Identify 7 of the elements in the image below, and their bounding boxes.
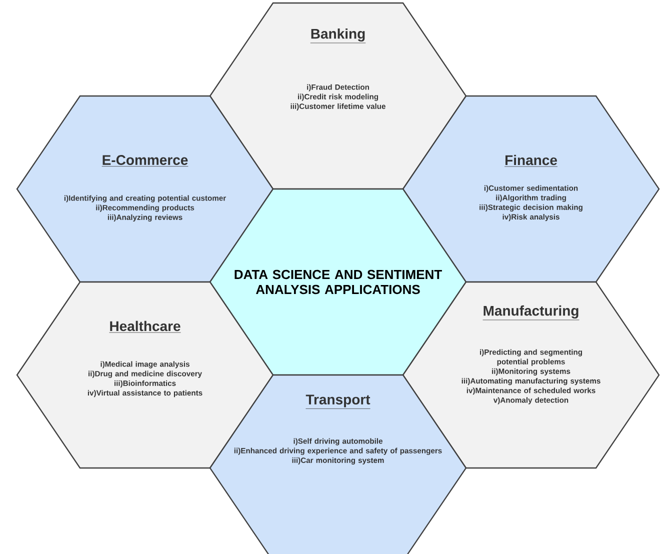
heading: Manufacturing [482,305,580,320]
heading: Healthcare [109,320,181,333]
heading: Finance [504,154,558,167]
heading: Banking [310,28,366,44]
title-text: DATA SCIENCE AND SENTIMENT ANALYSIS APPLICATIONS [234,270,442,294]
heading: Transport [306,394,370,409]
heading: E-Commerce [102,155,188,167]
